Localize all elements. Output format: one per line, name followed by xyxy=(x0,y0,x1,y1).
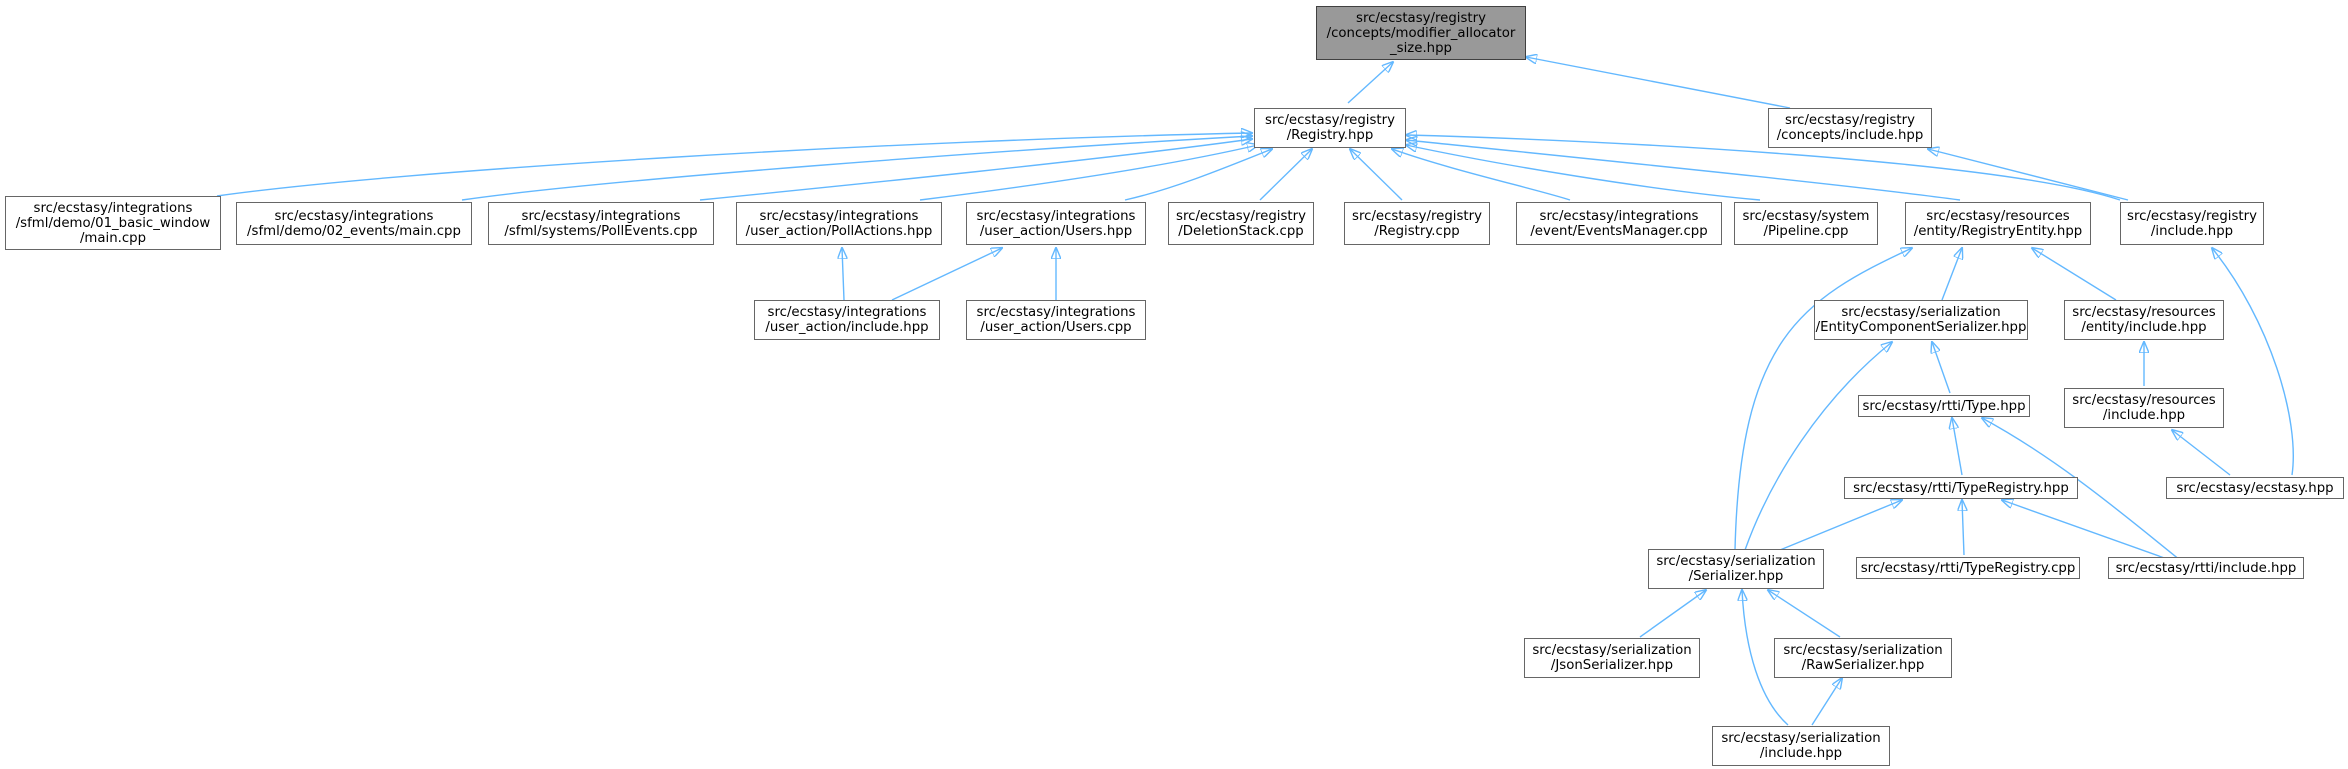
edge xyxy=(1734,248,1912,551)
edge xyxy=(1259,149,1312,201)
node-concepts-include-hpp[interactable]: src/ecstasy/registry /concepts/include.h… xyxy=(1768,108,1932,148)
node-ecstasy-hpp[interactable]: src/ecstasy/ecstasy.hpp xyxy=(2166,477,2344,499)
node-demo-01-main-cpp[interactable]: src/ecstasy/integrations /sfml/demo/01_b… xyxy=(5,196,221,250)
edge xyxy=(2032,248,2117,301)
node-registry-hpp[interactable]: src/ecstasy/registry /Registry.hpp xyxy=(1254,108,1406,148)
edge xyxy=(1392,149,1571,201)
edge xyxy=(891,248,1002,301)
edge xyxy=(699,139,1252,201)
node-pollevents-cpp[interactable]: src/ecstasy/integrations /sfml/systems/P… xyxy=(488,202,714,245)
edge xyxy=(2212,248,2294,476)
edge xyxy=(842,248,844,301)
node-eventsmanager-cpp[interactable]: src/ecstasy/integrations /event/EventsMa… xyxy=(1516,202,1722,245)
edge xyxy=(919,145,1258,201)
node-entity-include-hpp[interactable]: src/ecstasy/resources /entity/include.hp… xyxy=(2064,300,2224,340)
edge xyxy=(1350,149,1403,201)
node-rawserializer-hpp[interactable]: src/ecstasy/serialization /RawSerializer… xyxy=(1774,638,1952,678)
node-type-hpp[interactable]: src/ecstasy/rtti/Type.hpp xyxy=(1858,395,2030,417)
edge xyxy=(216,133,1252,197)
edge xyxy=(1962,500,1964,556)
node-rtti-include-hpp[interactable]: src/ecstasy/rtti/include.hpp xyxy=(2108,557,2304,579)
node-typeregistry-hpp[interactable]: src/ecstasy/rtti/TypeRegistry.hpp xyxy=(1844,477,2078,499)
node-useraction-include-hpp[interactable]: src/ecstasy/integrations /user_action/in… xyxy=(754,300,940,340)
edge xyxy=(2002,500,2171,561)
edge xyxy=(1941,248,1962,301)
node-demo-02-main-cpp[interactable]: src/ecstasy/integrations /sfml/demo/02_e… xyxy=(236,202,472,245)
node-jsonserializer-hpp[interactable]: src/ecstasy/serialization /JsonSerialize… xyxy=(1524,638,1700,678)
edge xyxy=(1952,418,1963,476)
edge xyxy=(1526,57,1791,109)
node-registry-include-hpp[interactable]: src/ecstasy/registry /include.hpp xyxy=(2120,202,2264,245)
edge xyxy=(1928,149,2129,201)
edge xyxy=(1406,145,1761,201)
edge xyxy=(2172,430,2231,476)
edge xyxy=(1768,590,1841,638)
node-deletionstack-cpp[interactable]: src/ecstasy/registry /DeletionStack.cpp xyxy=(1168,202,1314,245)
edge xyxy=(1347,62,1393,104)
node-serializer-hpp[interactable]: src/ecstasy/serialization /Serializer.hp… xyxy=(1648,549,1824,589)
node-typeregistry-cpp[interactable]: src/ecstasy/rtti/TypeRegistry.cpp xyxy=(1856,557,2080,579)
node-registryentity-hpp[interactable]: src/ecstasy/resources /entity/RegistryEn… xyxy=(1905,202,2091,245)
node-resources-include-hpp[interactable]: src/ecstasy/resources /include.hpp xyxy=(2064,388,2224,428)
edge xyxy=(1932,342,1951,394)
node-entitycomponentserializer-hpp[interactable]: src/ecstasy/serialization /EntityCompone… xyxy=(1814,300,2028,340)
node-registry-cpp[interactable]: src/ecstasy/registry /Registry.cpp xyxy=(1344,202,1490,245)
node-users-cpp[interactable]: src/ecstasy/integrations /user_action/Us… xyxy=(966,300,1146,340)
edge xyxy=(461,136,1252,201)
edge xyxy=(1742,590,1789,726)
edge xyxy=(1406,135,2121,201)
edge xyxy=(1744,342,1892,551)
node-pipeline-cpp[interactable]: src/ecstasy/system /Pipeline.cpp xyxy=(1734,202,1878,245)
edge xyxy=(1124,149,1272,201)
edge xyxy=(1811,678,1842,726)
edge xyxy=(1406,140,1961,201)
node-serialization-include-hpp[interactable]: src/ecstasy/serialization /include.hpp xyxy=(1712,726,1890,766)
edge xyxy=(1779,500,1902,551)
node-pollactions-hpp[interactable]: src/ecstasy/integrations /user_action/Po… xyxy=(736,202,942,245)
node-modifier-allocator-size-hpp[interactable]: src/ecstasy/registry /concepts/modifier_… xyxy=(1316,6,1526,60)
node-users-hpp[interactable]: src/ecstasy/integrations /user_action/Us… xyxy=(966,202,1146,245)
edge xyxy=(1982,418,2181,561)
edge xyxy=(1639,590,1706,638)
